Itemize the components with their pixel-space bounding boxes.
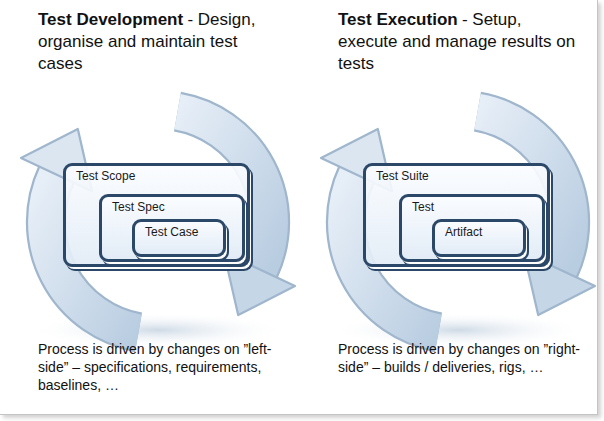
box-label: Test Case <box>145 225 198 239</box>
box-label: Artifact <box>445 225 482 239</box>
cycle-arrows <box>321 112 595 348</box>
heading-title: Test Development <box>38 10 183 29</box>
panel-heading: Test Execution- Setup, execute and manag… <box>338 9 578 75</box>
process-note: Process is driven by changes on ”left-si… <box>38 340 300 394</box>
nested-box: Test ScopeTest SpecTest Case <box>63 163 250 267</box>
heading-title: Test Execution <box>338 10 458 29</box>
box-label: Test Scope <box>76 169 135 183</box>
nested-box: TestArtifact <box>399 194 545 262</box>
box-label: Test Suite <box>376 169 429 183</box>
nested-box: Test SuiteTestArtifact <box>363 163 550 267</box>
process-note: Process is driven by changes on ”right-s… <box>338 340 600 376</box>
nested-box: Test Case <box>132 219 226 257</box>
box-label: Test <box>412 200 434 214</box>
cycle-arrows <box>21 112 295 348</box>
nested-box: Artifact <box>432 219 526 257</box>
panel-heading: Test Development- Design, organise and m… <box>38 9 256 75</box>
box-label: Test Spec <box>112 200 165 214</box>
nested-box: Test SpecTest Case <box>99 194 245 262</box>
